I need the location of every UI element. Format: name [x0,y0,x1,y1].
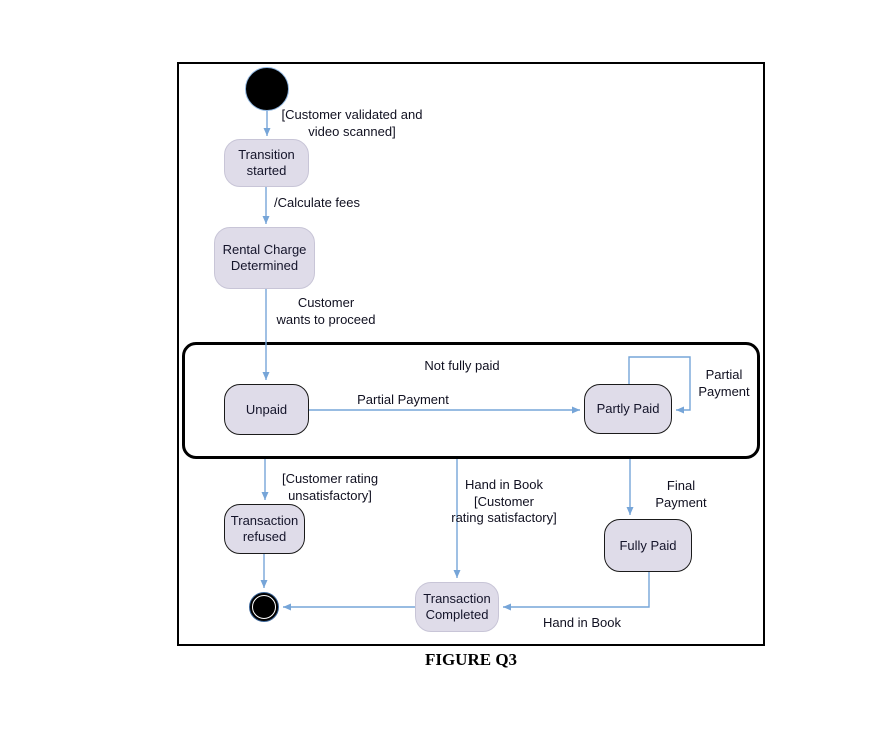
state-unpaid: Unpaid [224,384,309,435]
transition-arrows-layer [260,111,691,611]
composite-state-payment-region [182,342,760,459]
final-state [249,592,279,622]
state-rental-charge-determined-label: Rental Charge Determined [222,242,307,273]
state-transaction-completed-label: Transaction Completed [423,591,491,622]
state-rental-charge-determined: Rental Charge Determined [214,227,315,289]
transition-label-partial-payment: Partial Payment [357,392,449,407]
composite-label-not-fully-paid: Not fully paid [424,358,500,373]
state-transaction-completed: Transaction Completed [415,582,499,632]
transition-label-customer-wants-to-proceed: Customer wants to proceed [276,295,376,327]
state-partly-paid: Partly Paid [584,384,672,434]
state-unpaid-label: Unpaid [245,401,288,417]
arrow-fully-paid-to-transaction-completed [503,572,650,611]
state-transition-started-label: Transition started [238,147,295,178]
state-transaction-refused-label: Transaction refused [230,513,299,544]
figure-caption: FIGURE Q3 [424,650,518,669]
state-transaction-refused: Transaction refused [224,504,305,554]
initial-state [245,67,289,111]
arrow-partly-paid-self-loop [628,356,691,414]
transition-label-calculate-fees: /Calculate fees [274,195,360,210]
transition-label-customer-validated: [Customer validated and video scanned] [281,107,423,139]
state-fully-paid: Fully Paid [604,519,692,572]
state-fully-paid-label: Fully Paid [619,537,677,553]
transition-label-hand-in-book-satisfactory: Hand in Book [Customer rating satisfacto… [451,477,557,525]
transition-label-hand-in-book: Hand in Book [542,615,622,630]
diagram-frame: Transition started Rental Charge Determi… [177,62,765,646]
transition-label-partial-payment-loop: Partial Payment [698,367,750,399]
transition-label-final-payment: Final Payment [655,478,707,510]
transition-label-rating-unsatisfactory: [Customer rating unsatisfactory] [281,471,379,503]
state-transition-started: Transition started [224,139,309,187]
state-partly-paid-label: Partly Paid [596,401,660,416]
